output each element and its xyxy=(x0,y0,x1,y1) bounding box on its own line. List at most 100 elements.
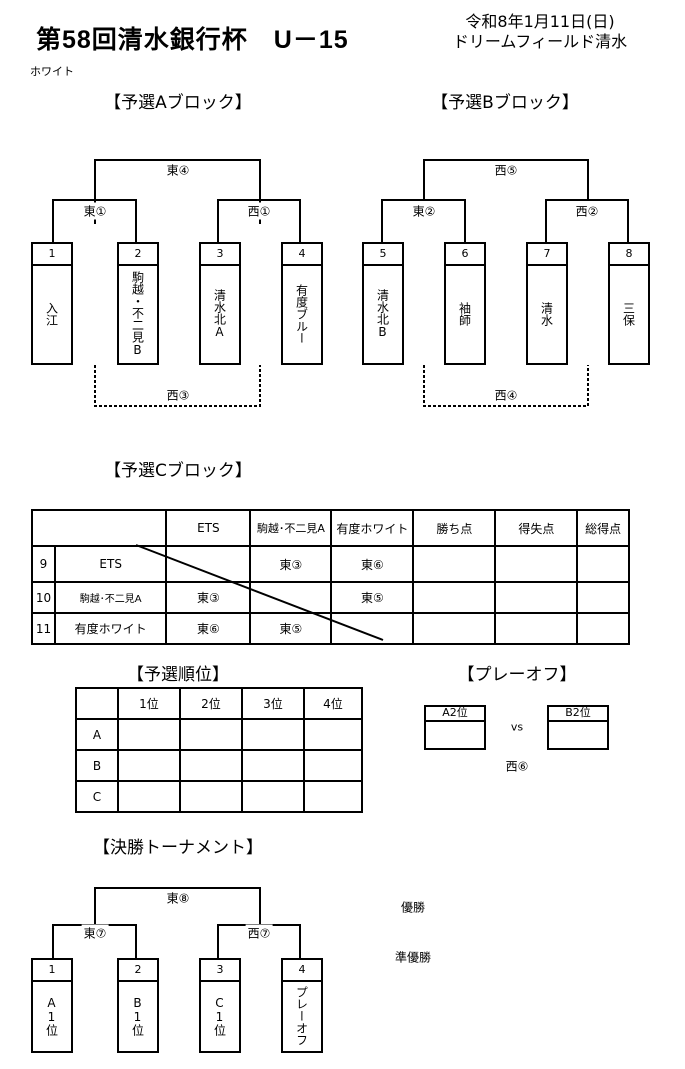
team-name: プレーオフ xyxy=(294,985,309,1046)
col-header: 得失点 xyxy=(494,509,579,547)
result-cell xyxy=(330,612,415,645)
rank-cell xyxy=(117,718,181,751)
rank-cell xyxy=(303,718,363,751)
result-cell xyxy=(494,581,579,614)
block-label: C xyxy=(75,780,119,813)
block-c-header: 【予選Cブロック】 xyxy=(104,461,252,481)
team-name: 三保 xyxy=(621,301,636,326)
standings-header: 【予選順位】 xyxy=(127,665,229,685)
col-header: 1位 xyxy=(117,687,181,720)
row-number: 11 xyxy=(31,612,56,645)
playoff-left-box: A2位 xyxy=(424,705,486,750)
table-header-row: ETS 駒越･不二見A 有度ホワイト 勝ち点 得失点 総得点 xyxy=(30,509,630,547)
rank-cell xyxy=(179,780,243,813)
block-a-top-match: 東④ xyxy=(164,161,192,179)
rank-cell xyxy=(303,780,363,813)
team-name: 清水 xyxy=(539,301,554,326)
team-number: 5 xyxy=(364,244,402,266)
rank-cell xyxy=(117,749,181,782)
row-number: 10 xyxy=(31,581,56,614)
team-name: 清水北A xyxy=(212,288,227,339)
team-box: 1 入江 xyxy=(31,242,73,365)
block-b-extra-match: 西④ xyxy=(492,386,520,404)
standings-row: C xyxy=(75,780,363,813)
result-cell xyxy=(412,612,497,645)
col-header: 総得点 xyxy=(576,509,630,547)
team-number: 6 xyxy=(446,244,484,266)
final-header: 【決勝トーナメント】 xyxy=(93,838,263,858)
result-cell xyxy=(494,545,579,583)
result-cell xyxy=(576,545,630,583)
result-cell: 東⑤ xyxy=(330,581,415,614)
team-number: 4 xyxy=(283,244,321,266)
runner-up-label: 準優勝 xyxy=(392,948,434,966)
block-b-left-match: 東② xyxy=(410,202,438,220)
rank-cell xyxy=(241,718,305,751)
rank-cell xyxy=(117,780,181,813)
result-cell xyxy=(494,612,579,645)
rank-cell xyxy=(179,749,243,782)
team-box: 3 清水北A xyxy=(199,242,241,365)
team-number: 2 xyxy=(119,244,157,266)
rank-cell xyxy=(179,718,243,751)
rank-cell xyxy=(241,749,305,782)
event-date: 令和8年1月11日(日) xyxy=(465,12,615,31)
team-name: B1位 xyxy=(130,995,145,1036)
col-header: ETS xyxy=(165,509,252,547)
team-name: 入江 xyxy=(44,301,59,326)
team-number: 7 xyxy=(528,244,566,266)
playoff-vs: vs xyxy=(508,720,526,734)
winner-label: 優勝 xyxy=(398,898,428,916)
team-name: 清水北B xyxy=(375,288,390,339)
team-name: C1位 xyxy=(212,995,227,1036)
event-info: 令和8年1月11日(日) ドリームフィールド清水 xyxy=(430,12,650,52)
block-label: B xyxy=(75,749,119,782)
result-cell xyxy=(412,581,497,614)
page-title: 第58回清水銀行杯 U－15 xyxy=(36,26,349,54)
col-header: 勝ち点 xyxy=(412,509,497,547)
result-cell xyxy=(165,545,252,583)
col-header: 駒越･不二見A xyxy=(249,509,333,547)
team-name: 袖師 xyxy=(457,301,472,326)
playoff-right-label: B2位 xyxy=(549,707,607,722)
result-cell: 東⑤ xyxy=(249,612,333,645)
result-cell: 東⑥ xyxy=(165,612,252,645)
row-team: 有度ホワイト xyxy=(53,612,168,645)
result-cell: 東③ xyxy=(249,545,333,583)
team-number: 2 xyxy=(119,960,157,982)
standings-row: A xyxy=(75,718,363,751)
result-cell: 東⑥ xyxy=(330,545,415,583)
row-team: 駒越･不二見A xyxy=(53,581,168,614)
col-header: 有度ホワイト xyxy=(330,509,415,547)
result-cell xyxy=(249,581,333,614)
col-header: 2位 xyxy=(179,687,243,720)
result-cell xyxy=(412,545,497,583)
team-number: 1 xyxy=(33,960,71,982)
team-number: 3 xyxy=(201,244,239,266)
team-name: A1位 xyxy=(44,995,59,1036)
team-name: 駒越・不二見B xyxy=(130,270,145,357)
row-number: 9 xyxy=(31,545,56,583)
playoff-match: 西⑥ xyxy=(503,757,531,775)
playoff-header: 【プレーオフ】 xyxy=(457,665,577,685)
stray-text: ホワイト xyxy=(30,65,74,78)
playoff-left-label: A2位 xyxy=(426,707,484,722)
team-number: 3 xyxy=(201,960,239,982)
block-a-extra-match: 西③ xyxy=(164,386,192,404)
result-cell xyxy=(576,581,630,614)
team-number: 1 xyxy=(33,244,71,266)
block-label: A xyxy=(75,718,119,751)
final-right-match: 西⑦ xyxy=(245,924,273,942)
col-header: 4位 xyxy=(303,687,363,720)
col-header: 3位 xyxy=(241,687,305,720)
